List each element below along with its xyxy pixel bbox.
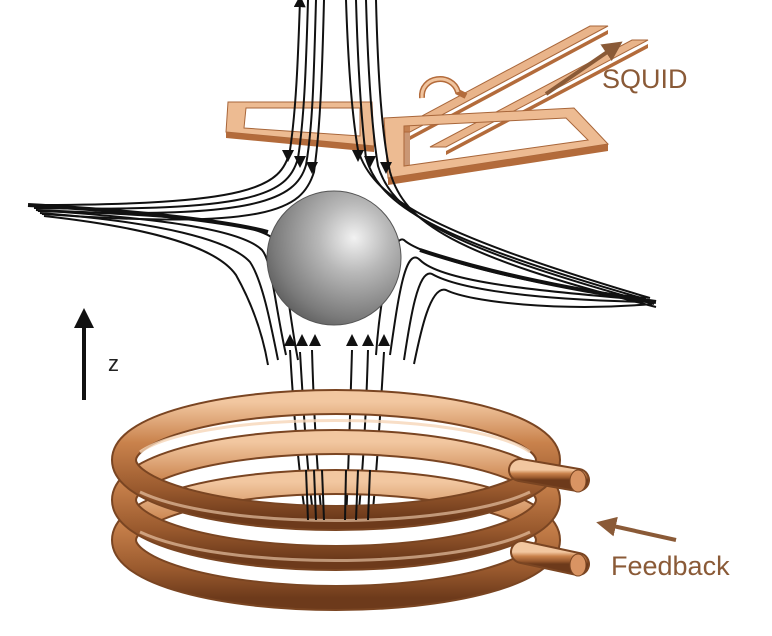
squid-arrow (544, 41, 623, 96)
feedback-arrow (596, 516, 677, 542)
field-line (345, 0, 651, 299)
z-axis-arrow (74, 308, 94, 400)
field-line (375, 0, 657, 308)
squid-pickup-loop (225, 25, 649, 185)
field-line (37, 0, 317, 215)
field-line (39, 212, 279, 361)
field-line (389, 256, 649, 356)
feedback-coil (111, 389, 590, 611)
superconducting-sphere (266, 190, 402, 326)
field-line (43, 215, 269, 366)
field-line (35, 209, 287, 356)
z-axis-label: z (108, 351, 119, 376)
field-lines-front (305, 469, 371, 521)
field-line (355, 0, 653, 302)
field-arrowheads (282, 150, 392, 346)
squid-label: SQUID (602, 64, 688, 94)
field-line-equator-left (27, 203, 269, 234)
field-line (33, 0, 309, 210)
field-line (365, 0, 655, 305)
field-line (41, 0, 325, 221)
feedback-label: Feedback (611, 551, 730, 581)
field-line (403, 272, 651, 361)
field-line (413, 288, 653, 365)
field-line (35, 209, 299, 361)
field-line-equator-right (419, 248, 657, 304)
